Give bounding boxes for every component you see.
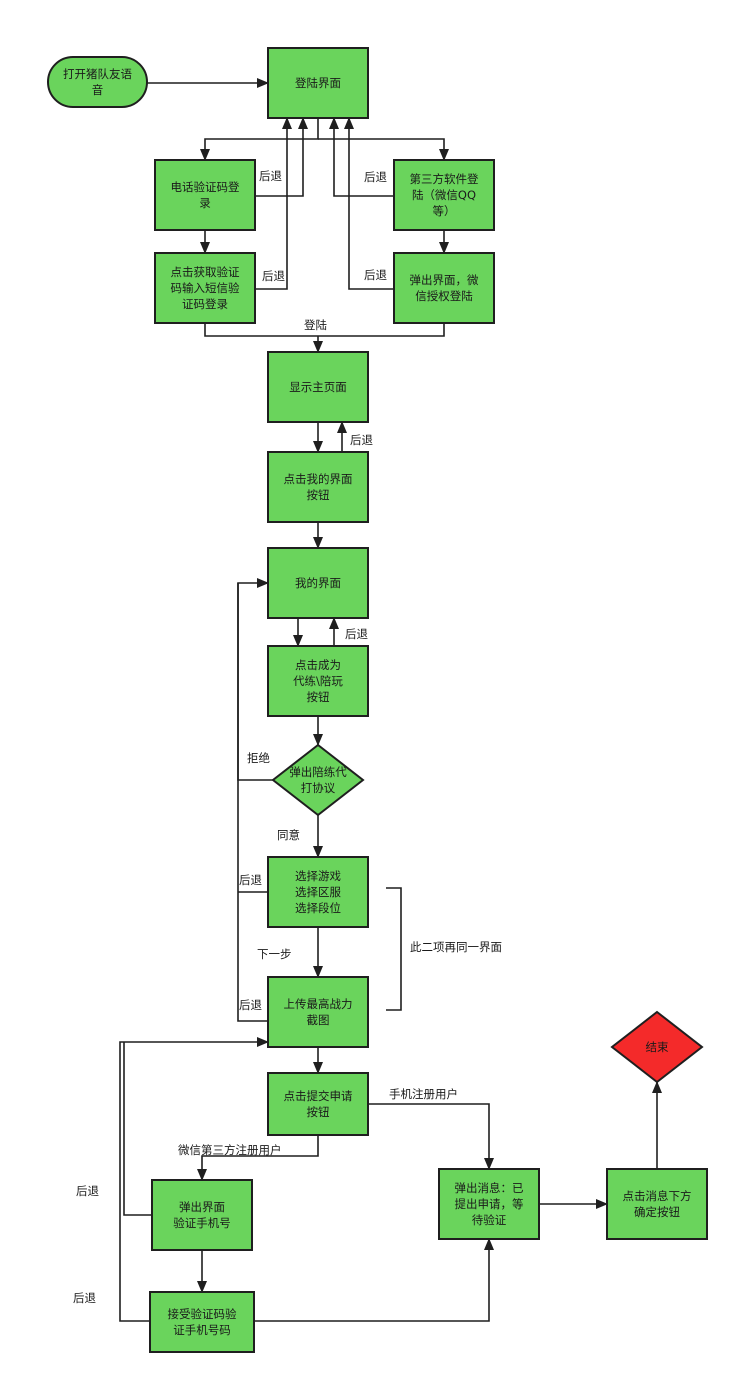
group-bracket: [386, 887, 402, 1011]
edge-wechat-back: [344, 117, 394, 290]
back-label-wechat: 后退: [364, 268, 387, 282]
node-text: 弹出界面: [179, 1200, 225, 1214]
node-text: 提出申请，等: [455, 1197, 524, 1211]
node-text: 按钮: [307, 1105, 330, 1119]
wechat-register-label: 微信第三方注册用户: [178, 1143, 282, 1157]
edge-getcode-back: [255, 117, 292, 290]
node-text: 上传最高战力: [284, 997, 353, 1011]
agree-label: 同意: [277, 828, 300, 842]
back-label-upload: 后退: [239, 998, 262, 1012]
node-text: 截图: [307, 1013, 330, 1027]
node-text: 按钮: [307, 690, 330, 704]
back-label-getcode: 后退: [262, 269, 285, 283]
back-label-become: 后退: [345, 627, 368, 641]
node-text: 代练\陪玩: [293, 674, 343, 688]
node-text: 电话验证码登: [171, 180, 240, 194]
same-screen-note: 此二项再同一界面: [410, 940, 502, 954]
node-text: 按钮: [307, 488, 330, 502]
back-label-verify: 后退: [76, 1184, 99, 1198]
edge-login-third: [318, 138, 449, 161]
node-text: 信授权登陆: [415, 289, 473, 303]
node-text: 显示主页面: [289, 380, 347, 394]
node-text: 录: [199, 196, 211, 210]
node-text: 码输入短信验: [171, 281, 240, 295]
back-label-receive: 后退: [73, 1291, 96, 1305]
node-text: 点击提交申请: [284, 1089, 353, 1103]
node-text: 证码登录: [182, 297, 228, 311]
edge-submit-verify: [197, 1135, 319, 1181]
node-text: 打开猪队友语: [63, 67, 132, 81]
node-text: 点击我的界面: [284, 472, 353, 486]
phone-register-label: 手机注册用户: [389, 1087, 458, 1101]
node-text: 打协议: [301, 781, 336, 795]
node-text: 确定按钮: [634, 1205, 680, 1219]
node-text: 弹出界面，微: [410, 273, 479, 287]
next-step-label: 下一步: [257, 947, 292, 961]
edge-receive-pending: [254, 1238, 494, 1322]
edge-phone-back: [255, 117, 308, 197]
node-text: 等）: [433, 204, 456, 218]
node-my-screen: 我的界面: [267, 547, 369, 619]
reject-label: 拒绝: [247, 751, 270, 765]
back-label-clickmy: 后退: [350, 433, 373, 447]
edge-third-back: [329, 117, 394, 197]
node-text: 接受验证码验: [168, 1307, 237, 1321]
edge-login-phone: [200, 118, 319, 161]
node-text: 第三方软件登: [410, 172, 479, 186]
back-label-third: 后退: [364, 170, 387, 184]
login-label: 登陆: [304, 318, 327, 332]
node-text: 证手机号码: [173, 1323, 231, 1337]
edge-receive-back: [119, 1037, 269, 1322]
node-text: 结束: [646, 1040, 669, 1054]
edge-getcode-merge: [204, 323, 318, 337]
node-text: 验证手机号: [173, 1216, 231, 1230]
node-end: 结束: [610, 1010, 704, 1084]
back-label-phone: 后退: [259, 169, 282, 183]
node-text: 点击成为: [295, 658, 341, 672]
node-text: 待验证: [472, 1213, 507, 1227]
node-text: 弹出消息：已: [455, 1181, 524, 1195]
node-login-screen: 登陆界面: [267, 47, 369, 119]
node-home: 显示主页面: [267, 351, 369, 423]
node-text: 陆（微信QQ: [412, 188, 476, 202]
edge-verify-back: [123, 1042, 152, 1216]
node-text: 点击获取验证: [171, 265, 240, 279]
node-text: 选择区服: [295, 885, 341, 899]
edge-submit-pending: [368, 1103, 494, 1170]
node-text: 登陆界面: [295, 76, 341, 90]
edge-upload-back: [237, 583, 268, 1022]
edge-wechat-merge: [318, 323, 445, 337]
node-text: 选择游戏: [295, 869, 341, 883]
node-text: 我的界面: [295, 576, 341, 590]
node-text: 音: [92, 83, 104, 97]
node-text: 弹出陪练代: [289, 765, 347, 779]
node-text: 选择段位: [295, 901, 341, 915]
back-label-select: 后退: [239, 873, 262, 887]
node-text: 点击消息下方: [623, 1189, 692, 1203]
